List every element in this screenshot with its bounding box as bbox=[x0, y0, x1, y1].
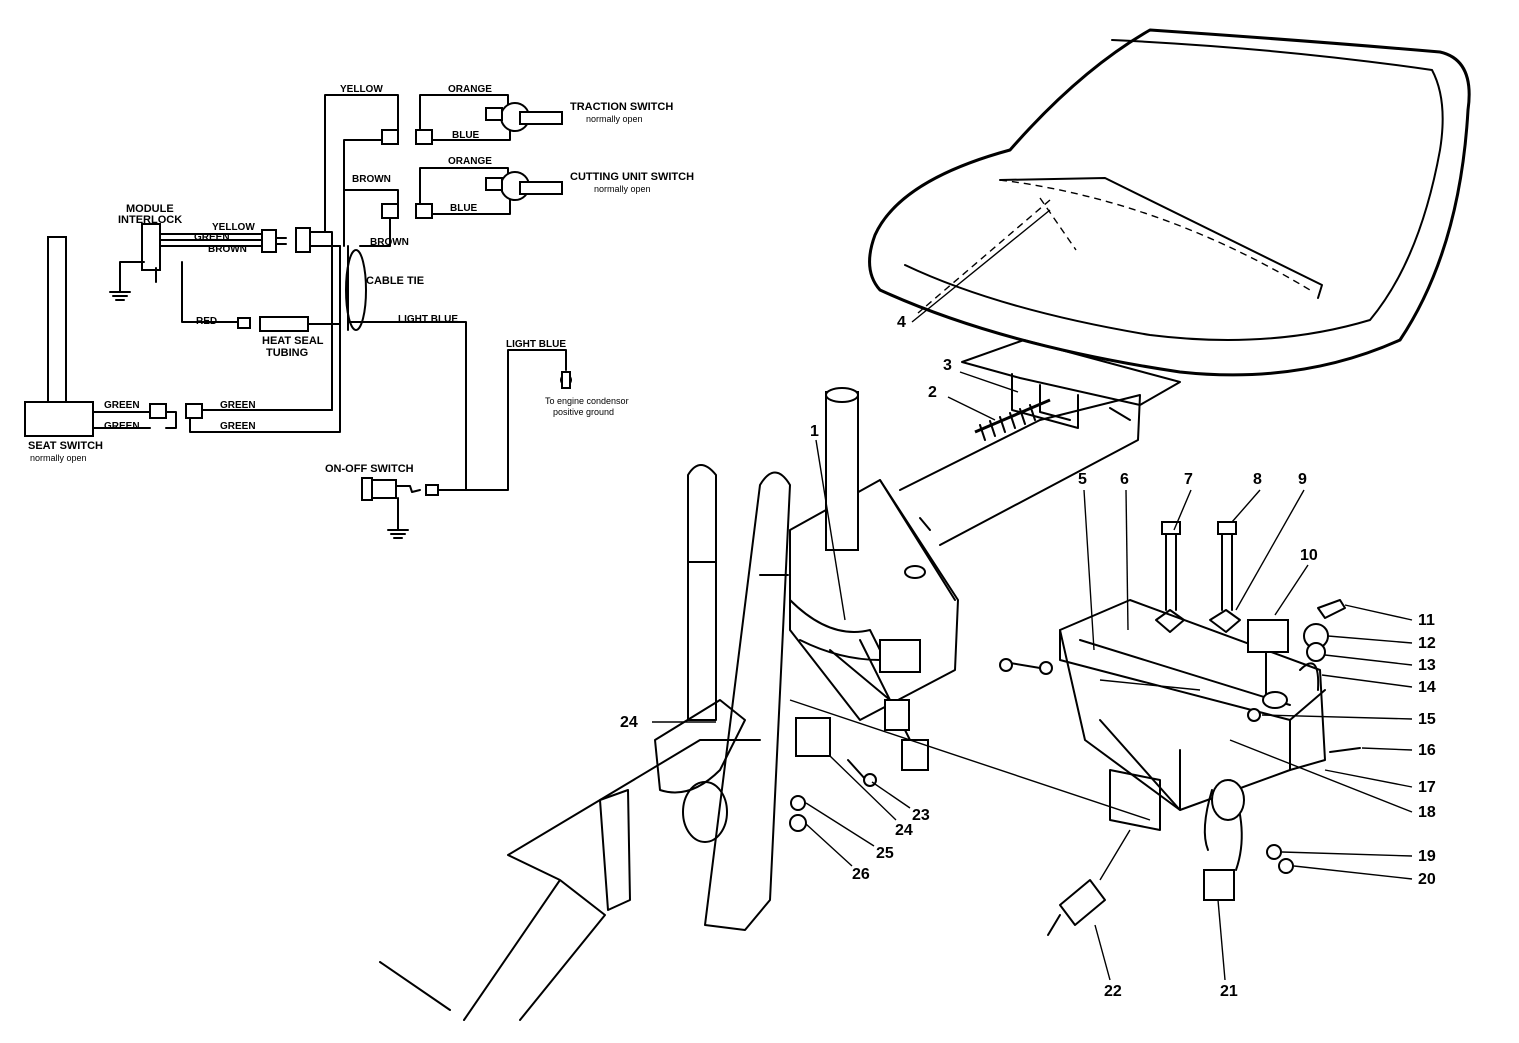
on-off-switch-symbol bbox=[361, 477, 421, 539]
module-label-line1: MODULE bbox=[126, 203, 174, 215]
bolt-7 bbox=[1165, 529, 1177, 611]
harness-connector-2 bbox=[884, 699, 910, 731]
part-number-26: 26 bbox=[852, 866, 870, 883]
heat-seal-label-line1: HEAT SEAL bbox=[262, 335, 324, 347]
part-number-19: 19 bbox=[1418, 848, 1436, 865]
part-number-21: 21 bbox=[1220, 983, 1238, 1000]
part-number-10: 10 bbox=[1300, 547, 1318, 564]
seat-drawing bbox=[868, 28, 1471, 377]
wire-label-green-4: GREEN bbox=[220, 421, 256, 432]
part-number-23: 23 bbox=[912, 807, 930, 824]
wire-label-brown-module: BROWN bbox=[208, 244, 247, 255]
part-number-14: 14 bbox=[1418, 679, 1436, 696]
levers-drawing bbox=[687, 464, 791, 931]
part-number-3: 3 bbox=[943, 357, 952, 374]
seat-switch-symbol bbox=[24, 236, 94, 437]
wire-label-green-2: GREEN bbox=[104, 421, 140, 432]
part-number-6: 6 bbox=[1120, 471, 1129, 488]
wire-label-yellow-top: YELLOW bbox=[340, 84, 383, 95]
cable-tie-symbol bbox=[345, 249, 367, 331]
seat-switch-sublabel: normally open bbox=[30, 453, 87, 463]
part-number-2: 2 bbox=[928, 384, 937, 401]
part-number-17: 17 bbox=[1418, 779, 1436, 796]
condensor-label-line2: positive ground bbox=[553, 407, 614, 417]
wire-label-green-1: GREEN bbox=[104, 400, 140, 411]
part-number-24-left: 24 bbox=[620, 714, 638, 731]
cable-tie-label: CABLE TIE bbox=[366, 275, 424, 287]
harness-connector-1 bbox=[879, 639, 921, 673]
module-interlock-symbol bbox=[109, 223, 161, 301]
wire-label-blue-traction: BLUE bbox=[452, 130, 480, 141]
wire-label-brown-top: BROWN bbox=[352, 174, 391, 185]
part-number-20: 20 bbox=[1418, 871, 1436, 888]
heat-seal-label-line2: TUBING bbox=[266, 347, 308, 359]
traction-switch-sublabel: normally open bbox=[586, 114, 643, 124]
part-number-4: 4 bbox=[897, 314, 906, 331]
part-number-11: 11 bbox=[1418, 612, 1435, 629]
wire-label-green-3: GREEN bbox=[220, 400, 256, 411]
wire-label-red: RED bbox=[196, 316, 217, 327]
part-number-5: 5 bbox=[1078, 471, 1087, 488]
seat-switch-label: SEAT SWITCH bbox=[28, 440, 103, 452]
part-number-8: 8 bbox=[1253, 471, 1262, 488]
lower-frame-drawing bbox=[379, 699, 761, 1021]
wiring-schematic: YELLOW ORANGE BLUE ORANGE BROWN BLUE BRO… bbox=[24, 84, 694, 539]
control-box-right-drawing bbox=[1059, 599, 1326, 831]
bolt-8 bbox=[1221, 529, 1233, 611]
wire-label-orange-traction: ORANGE bbox=[448, 84, 492, 95]
on-off-switch-label: ON-OFF SWITCH bbox=[325, 463, 414, 475]
cutting-unit-switch-sublabel: normally open bbox=[594, 184, 651, 194]
control-box-left-drawing bbox=[789, 387, 959, 721]
wire-label-blue-cutting: BLUE bbox=[450, 203, 478, 214]
exploded-view bbox=[379, 28, 1471, 1021]
wire-label-orange-cutting: ORANGE bbox=[448, 156, 492, 167]
part-number-18: 18 bbox=[1418, 804, 1436, 821]
traction-switch-symbol bbox=[485, 102, 563, 132]
part-number-7: 7 bbox=[1184, 471, 1193, 488]
wire-label-yellow-module: YELLOW bbox=[212, 222, 255, 233]
spring-drawing bbox=[974, 398, 1051, 434]
condensor-label-line1: To engine condensor bbox=[545, 396, 629, 406]
wire-label-brown-right: BROWN bbox=[370, 237, 409, 248]
part-number-9: 9 bbox=[1298, 471, 1307, 488]
part-number-labels: 1 2 3 4 5 6 7 8 9 10 11 12 13 14 15 16 1… bbox=[620, 314, 1436, 1000]
part-number-25: 25 bbox=[876, 845, 894, 862]
wire-label-green-module: GREEN bbox=[194, 232, 230, 243]
wire-label-light-blue-1: LIGHT BLUE bbox=[398, 314, 458, 325]
part-number-24-right: 24 bbox=[895, 822, 913, 839]
leader-lines bbox=[652, 209, 1413, 981]
part-number-16: 16 bbox=[1418, 742, 1436, 759]
traction-switch-label: TRACTION SWITCH bbox=[570, 101, 673, 113]
module-label-line2: INTERLOCK bbox=[118, 214, 182, 226]
bracket-part-24 bbox=[795, 717, 831, 757]
wire-label-light-blue-2: LIGHT BLUE bbox=[506, 339, 566, 350]
part-number-15: 15 bbox=[1418, 711, 1436, 728]
cutting-unit-switch-label: CUTTING UNIT SWITCH bbox=[570, 171, 694, 183]
part-number-1: 1 bbox=[810, 423, 819, 440]
part-number-22: 22 bbox=[1104, 983, 1122, 1000]
part-number-12: 12 bbox=[1418, 635, 1436, 652]
cutting-unit-switch-symbol bbox=[485, 171, 563, 201]
part-number-13: 13 bbox=[1418, 657, 1436, 674]
